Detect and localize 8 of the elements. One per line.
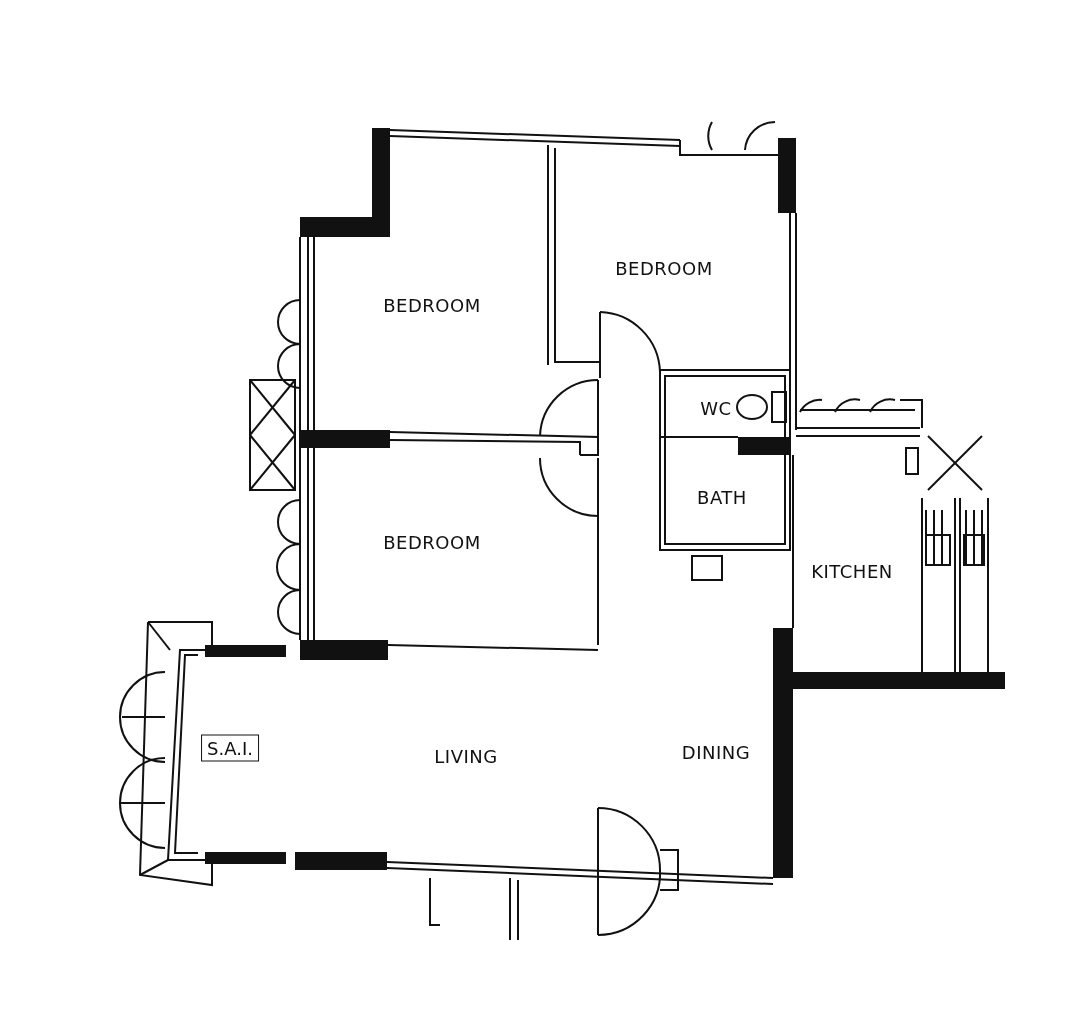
room-label: BATH <box>697 486 747 508</box>
room-label: BEDROOM <box>383 294 481 316</box>
room-label: KITCHEN <box>811 560 893 582</box>
room-label: DINING <box>681 741 751 763</box>
room-label: LIVING <box>434 745 498 767</box>
room-label: WC <box>700 397 732 419</box>
room-label: BEDROOM <box>615 257 713 279</box>
room-label: BEDROOM <box>383 531 481 553</box>
